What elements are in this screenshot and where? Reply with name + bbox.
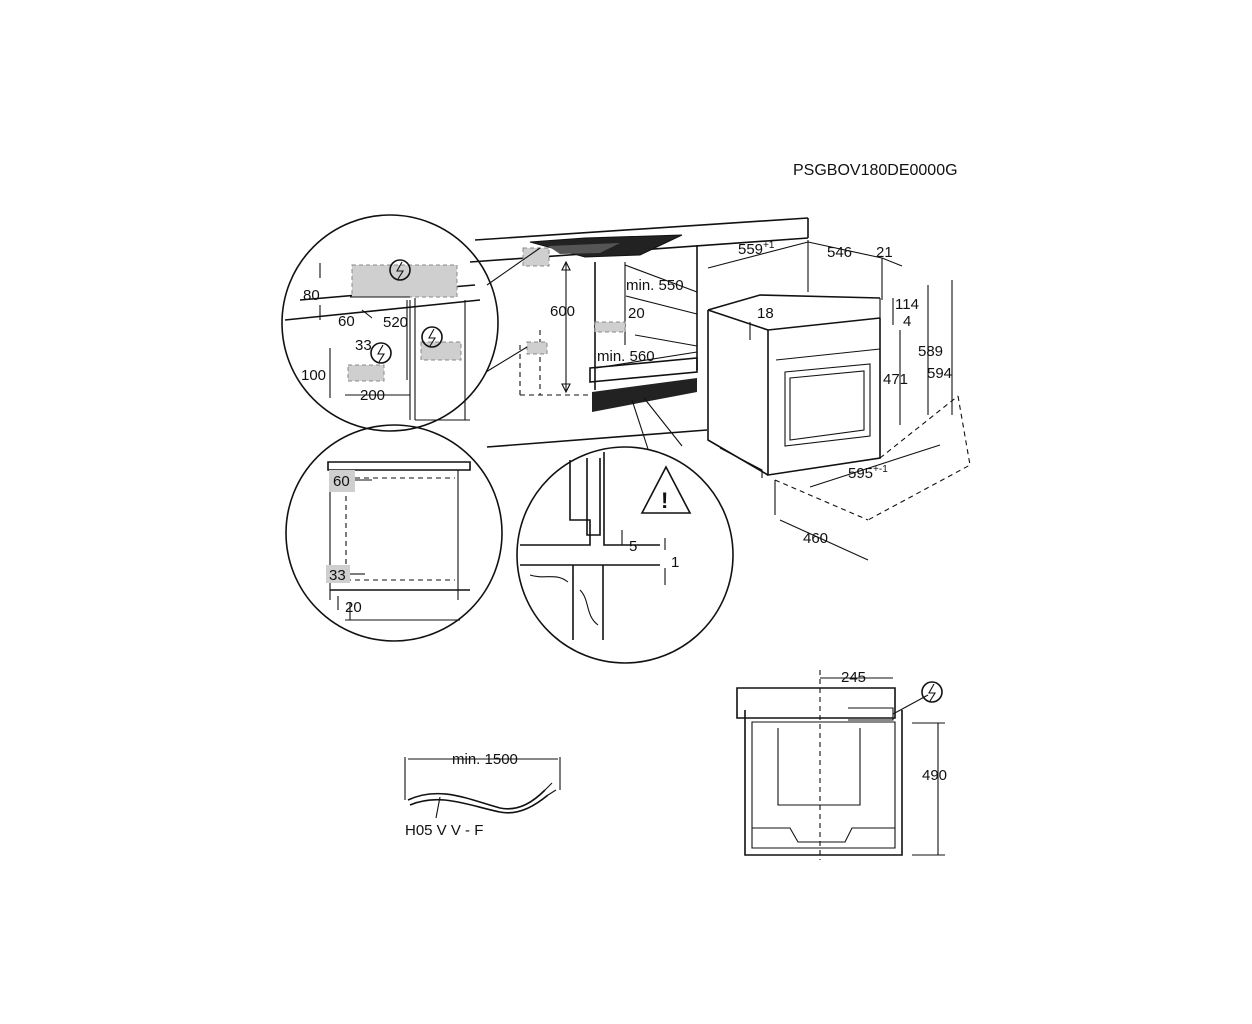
ventilation-plinth (592, 378, 697, 412)
dim-595: 595+-1 (848, 464, 888, 482)
warning-triangle-icon: ! (640, 465, 692, 514)
detail-circle-top (281, 214, 541, 432)
dim-559: 559+1 (738, 240, 775, 258)
dim-18: 18 (757, 305, 774, 322)
dim-520: 520 (383, 314, 408, 331)
dim-4: 4 (903, 313, 911, 330)
dim-21: 21 (876, 244, 893, 261)
dim-20-mid: 20 (345, 599, 362, 616)
model-code: PSGBOV180DE0000G (793, 162, 958, 179)
dim-490: 490 (922, 767, 947, 784)
dim-33: 33 (355, 337, 372, 354)
dim-589: 589 (918, 343, 943, 360)
detail-circle-warning (516, 397, 734, 664)
cable-type: H05 V V - F (405, 822, 483, 839)
dim-min-550: min. 550 (626, 277, 684, 294)
dim-460: 460 (803, 530, 828, 547)
cabinet-drawing (469, 217, 809, 448)
dim-100: 100 (301, 367, 326, 384)
electrical-connection-icon-back (921, 681, 943, 703)
electrical-connection-icon (370, 259, 443, 364)
dim-200: 200 (360, 387, 385, 404)
dim-546: 546 (827, 244, 852, 261)
dim-60-mid: 60 (333, 473, 350, 490)
dim-1: 1 (671, 554, 679, 571)
detail-circle-mid (285, 424, 503, 642)
dim-594: 594 (927, 365, 952, 382)
dim-60: 60 (338, 313, 355, 330)
dim-min-560: min. 560 (597, 348, 655, 365)
dim-33-mid: 33 (329, 567, 346, 584)
dim-600: 600 (550, 303, 575, 320)
dim-245: 245 (841, 669, 866, 686)
cable-length: min. 1500 (452, 751, 518, 768)
oven-drawing (707, 240, 971, 561)
dim-5: 5 (629, 538, 637, 555)
svg-text:!: ! (661, 488, 668, 513)
cable-drawing (404, 757, 561, 819)
oven-back-view (736, 670, 945, 860)
dim-20: 20 (628, 305, 645, 322)
dim-471: 471 (883, 371, 908, 388)
dim-80: 80 (303, 287, 320, 304)
dim-114: 114 (895, 296, 919, 313)
